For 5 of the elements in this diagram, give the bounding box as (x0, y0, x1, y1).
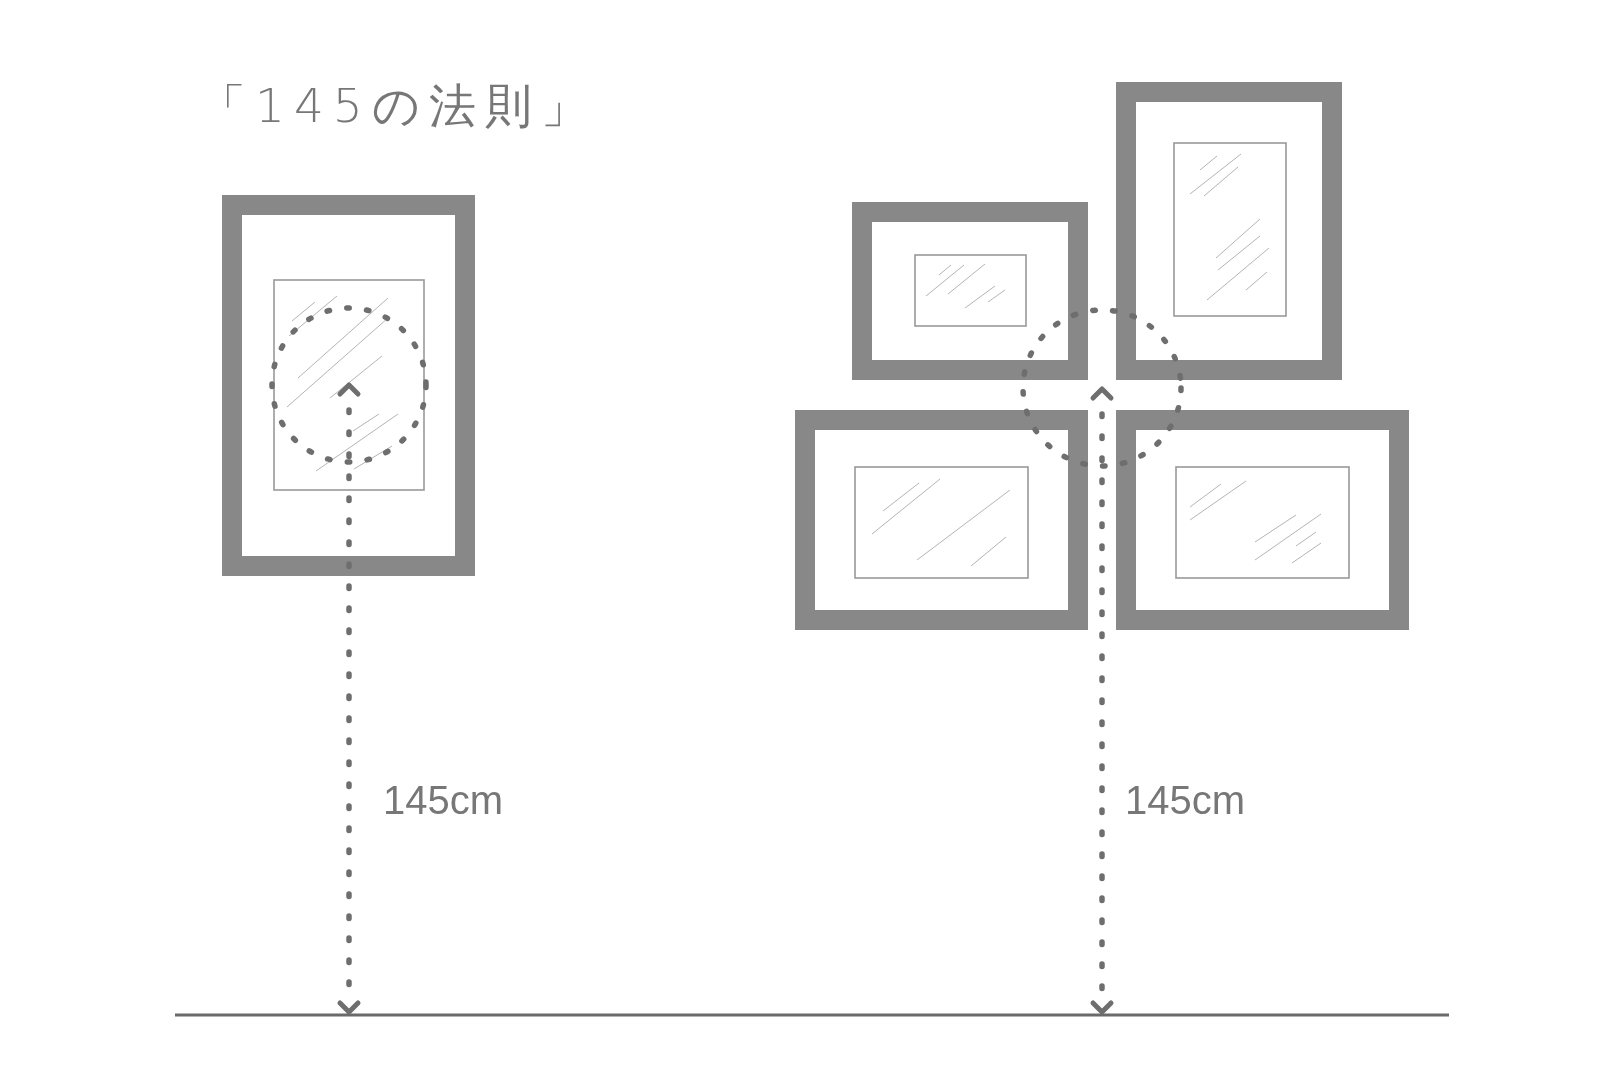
dotted-circle (1020, 307, 1184, 469)
dimension-label: 145cm (1125, 780, 1246, 820)
title: 「145の法則」 (199, 82, 597, 129)
dotted-circle (269, 305, 429, 465)
dimension-label: 145cm (383, 780, 504, 820)
